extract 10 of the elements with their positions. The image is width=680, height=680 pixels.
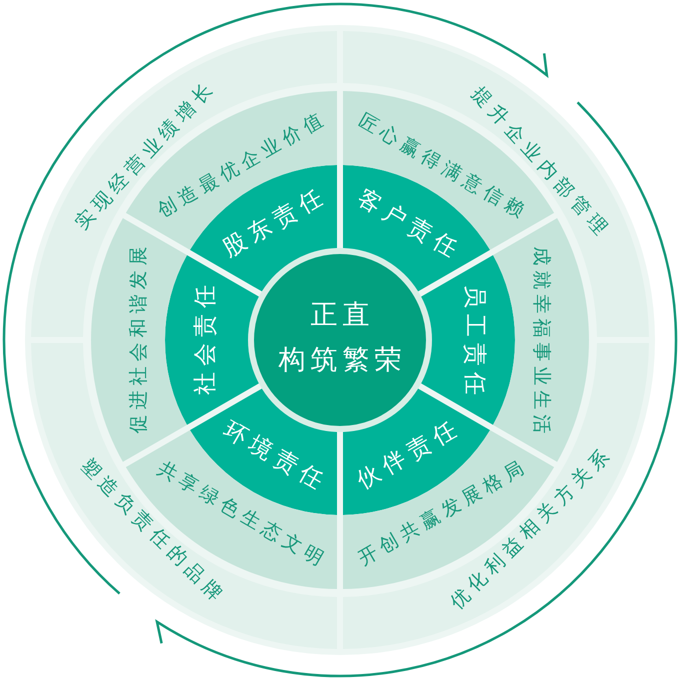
- segment-label: 员工责任: [462, 284, 486, 401]
- segment-label: 股东责任: [218, 183, 332, 264]
- segment-label: 成就幸福事业生活: [532, 246, 550, 438]
- segment-label: 促进社会和谐发展: [130, 242, 148, 436]
- ring-segment: [343, 343, 649, 649]
- segment-label: 社会责任: [194, 279, 218, 397]
- segment-label: 环境责任: [219, 416, 332, 496]
- center-text: 构筑繁荣: [278, 346, 406, 374]
- center-text: 正直: [310, 302, 374, 328]
- ring-segment: [31, 31, 337, 338]
